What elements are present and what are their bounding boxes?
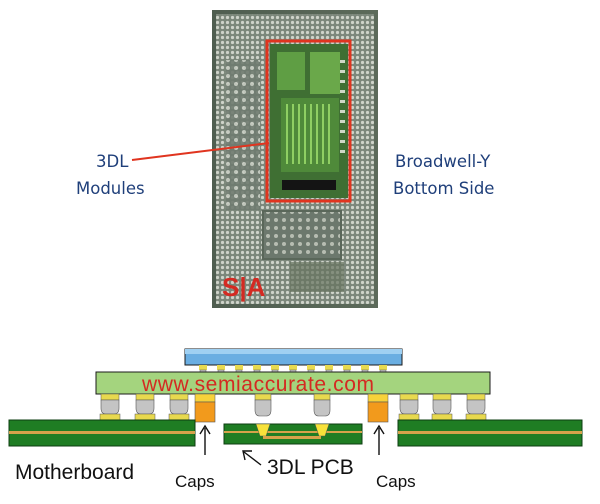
watermark: www.semiaccurate.com bbox=[141, 373, 375, 396]
package-substrate bbox=[95, 371, 491, 395]
modules-label-line1: 3DL bbox=[96, 152, 129, 171]
sa-logo: S|A bbox=[222, 272, 266, 302]
3dl-pcb-label: 3DL PCB bbox=[267, 456, 354, 479]
caps-right-label: Caps bbox=[376, 472, 416, 491]
modules-label-line2: Modules bbox=[76, 179, 145, 198]
motherboard-left bbox=[8, 419, 196, 447]
caps-left-label: Caps bbox=[175, 472, 215, 491]
capacitor-left bbox=[194, 393, 216, 423]
caps-left-arrow bbox=[199, 424, 211, 455]
pcb-pointer-arrow bbox=[242, 450, 262, 466]
module-solder-balls bbox=[254, 393, 331, 417]
bottom-side-label-line1: Broadwell-Y bbox=[395, 152, 491, 171]
capacitor-right bbox=[367, 393, 389, 423]
3dl-module-area bbox=[270, 44, 348, 198]
module-highlight-box bbox=[265, 39, 352, 203]
package-solder-balls-right bbox=[398, 393, 487, 421]
die bbox=[184, 348, 403, 366]
bottom-side-label-line2: Bottom Side bbox=[393, 179, 494, 198]
motherboard-right bbox=[397, 419, 583, 447]
module-pointer-line bbox=[131, 142, 270, 161]
3dl-pcb bbox=[223, 423, 363, 445]
motherboard-label: Motherboard bbox=[15, 461, 134, 484]
caps-right-arrow bbox=[373, 424, 385, 455]
package-solder-balls-left bbox=[99, 393, 190, 421]
